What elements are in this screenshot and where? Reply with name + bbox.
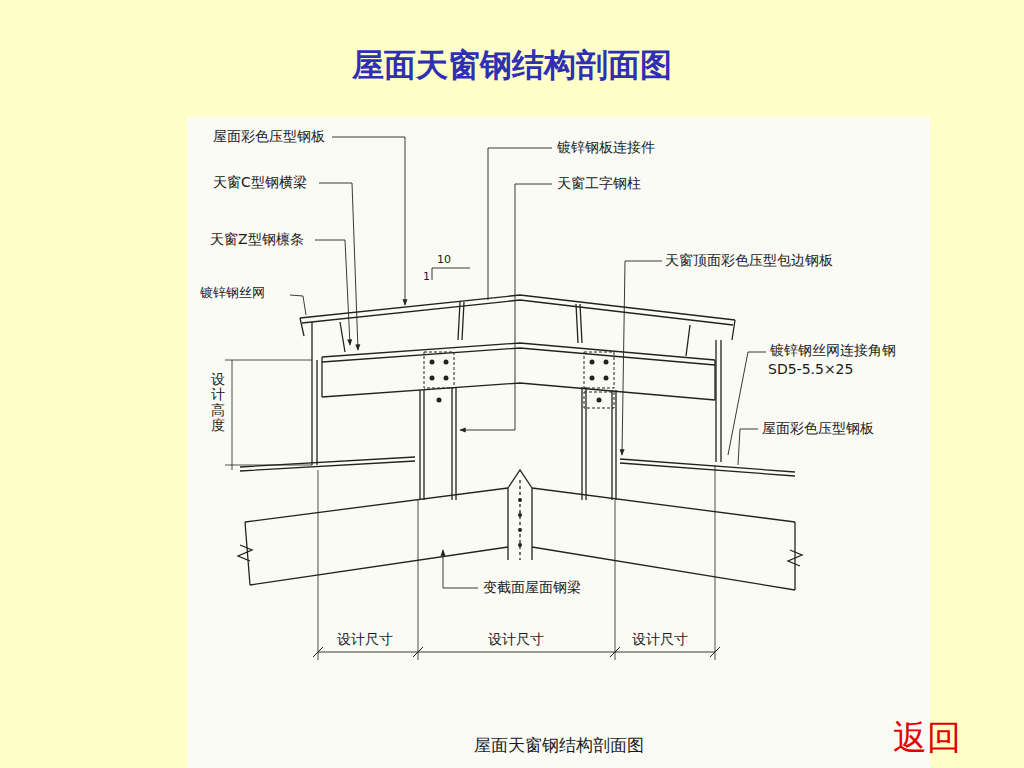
drawing-panel [187,117,930,768]
spec-label: SD5-5.5×25 [768,361,853,378]
connection-plates [424,352,614,547]
dimension-label: 设计高度 [211,372,225,434]
figure-caption: 屋面天窗钢结构剖面图 [187,735,930,755]
dimension-label: 设计尺寸 [632,631,688,648]
structure-lines [225,268,802,660]
part-label: 天窗Z型钢檩条 [210,231,304,248]
part-label: 镀锌钢板连接件 [557,139,655,156]
part-label: 屋面彩色压型钢板 [213,128,325,145]
back-button: 返回 [893,717,961,758]
slope-value: 1 [423,270,430,283]
part-label: 镀锌钢丝网连接角钢 [770,342,896,359]
page-title: 屋面天窗钢结构剖面图 [0,46,1024,84]
part-label: 屋面彩色压型钢板 [762,420,874,437]
part-label: 天窗顶面彩色压型包边钢板 [665,252,833,269]
leader-lines [290,137,766,588]
dimension-label: 设计尺寸 [337,631,393,648]
slope-value: 10 [437,253,451,266]
part-label: 变截面屋面钢梁 [483,579,581,596]
part-label: 天窗工字钢柱 [557,175,641,192]
part-label: 天窗C型钢横梁 [213,174,307,191]
part-label: 镀锌钢丝网 [200,285,265,301]
dimension-label: 设计尺寸 [488,631,544,648]
